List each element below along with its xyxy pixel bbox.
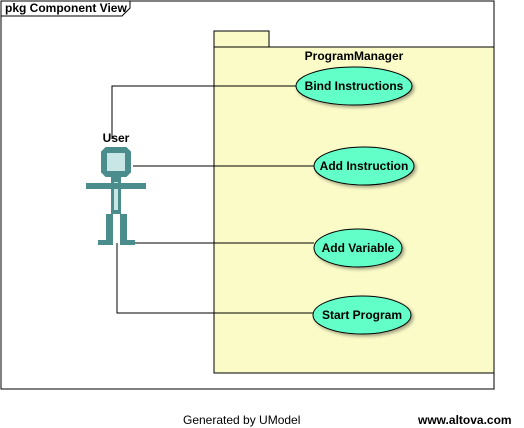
frame-title-tab xyxy=(0,0,131,17)
use-case-label: Add Variable xyxy=(322,241,395,255)
footer-generated-text: Generated by UModel xyxy=(183,413,301,427)
use-case-add-variable[interactable]: Add Variable xyxy=(313,228,403,268)
use-case-start-program[interactable]: Start Program xyxy=(312,295,412,335)
diagram-frame: pkg Component View xyxy=(0,0,495,390)
use-case-label: Bind Instructions xyxy=(305,79,404,93)
association-bind-instructions[interactable] xyxy=(111,85,296,139)
actor-figure-icon xyxy=(86,147,146,245)
association-start-program[interactable] xyxy=(116,243,314,314)
actor-name: User xyxy=(103,131,130,145)
use-case-ellipse xyxy=(313,228,403,268)
use-case-label: Start Program xyxy=(322,308,402,322)
actor-user[interactable]: User xyxy=(86,131,146,245)
package-tab xyxy=(213,30,270,48)
associations xyxy=(111,85,314,314)
use-case-add-instruction[interactable]: Add Instruction xyxy=(313,146,415,186)
footer-site-link[interactable]: www.altova.com xyxy=(418,413,512,427)
package-name: ProgramManager xyxy=(305,49,404,63)
frame-title: pkg Component View xyxy=(5,1,127,15)
use-case-ellipse xyxy=(295,66,413,106)
use-case-label: Add Instruction xyxy=(320,159,409,173)
use-case-bind-instructions[interactable]: Bind Instructions xyxy=(295,66,413,106)
use-case-ellipse xyxy=(313,146,415,186)
use-case-ellipse xyxy=(312,295,412,335)
